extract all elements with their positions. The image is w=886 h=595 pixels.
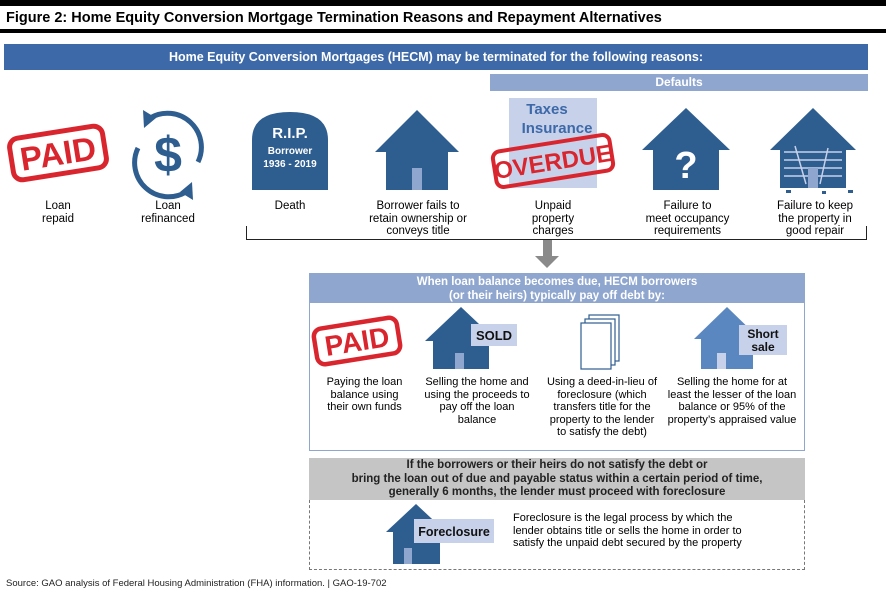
damaged-house-icon — [770, 108, 856, 194]
figure-title: Figure 2: Home Equity Conversion Mortgag… — [6, 10, 662, 26]
sold-text: SOLD — [476, 328, 512, 343]
rip-years: 1936 - 2019 — [263, 159, 317, 170]
short-sale-house-icon: Short sale — [694, 307, 787, 369]
taxes-text: Taxes — [526, 101, 567, 118]
down-arrow-stem — [543, 240, 552, 258]
source-note: Source: GAO analysis of Federal Housing … — [6, 578, 387, 589]
defaults-header: Defaults — [490, 74, 868, 91]
reasons-bracket — [246, 226, 867, 240]
refinance-dollar-icon: $ — [132, 110, 204, 200]
paid-stamp-small-icon: PAID — [311, 315, 403, 367]
house-icon — [375, 110, 459, 190]
paid-stamp-icon: PAID — [7, 123, 109, 183]
termination-icons: PAID $ R.I.P. Borrower 1936 - 2019 Taxes… — [7, 98, 856, 200]
question-house-icon: ? — [642, 108, 730, 190]
sold-house-icon: SOLD — [425, 307, 517, 369]
rip-borrower: Borrower — [268, 146, 313, 157]
tombstone-icon: R.I.P. Borrower 1936 - 2019 — [252, 112, 328, 190]
question-text: ? — [674, 145, 697, 187]
foreclosure-warning: If the borrowers or their heirs do not s… — [309, 458, 805, 500]
short-text: Short — [747, 327, 778, 341]
rip-title: R.I.P. — [272, 125, 308, 142]
termination-banner: Home Equity Conversion Mortgages (HECM) … — [4, 44, 868, 70]
down-arrow-icon — [535, 256, 559, 268]
repayment-icons: PAID SOLD Short sale — [311, 307, 787, 370]
repayment-heading: When loan balance becomes due, HECM borr… — [309, 273, 805, 303]
sale-text: sale — [751, 340, 775, 354]
top-rule — [0, 0, 886, 6]
insurance-text: Insurance — [522, 120, 593, 137]
foreclosure-house-icon: Foreclosure — [386, 504, 494, 564]
foreclosure-box — [309, 500, 805, 570]
reason-death: Death — [274, 200, 306, 212]
title-rule — [0, 29, 886, 33]
foreclosure-description: Foreclosure is the legal process by whic… — [513, 512, 742, 549]
deed-documents-icon — [580, 314, 620, 370]
svg-text:$: $ — [154, 127, 182, 183]
foreclosure-label: Foreclosure — [418, 525, 490, 539]
